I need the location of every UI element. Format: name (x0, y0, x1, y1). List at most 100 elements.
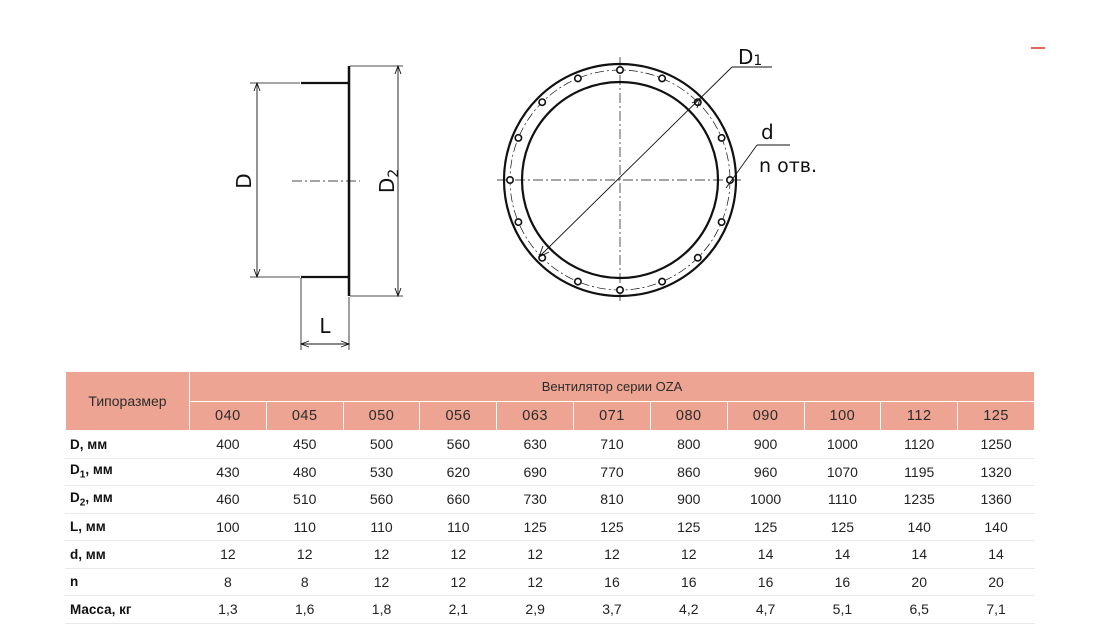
row-label: n (65, 567, 190, 596)
table-cell: 12 (419, 540, 498, 569)
size-header-cell: 045 (265, 401, 344, 431)
dim-d-label: d (761, 120, 774, 144)
row-label-subscript: 1 (79, 470, 86, 482)
table-cell: 5,1 (803, 595, 882, 624)
table-cell: 400 (189, 430, 267, 459)
table-cell: 530 (342, 457, 421, 486)
table-cell: 12 (189, 540, 267, 569)
table-cell: 2,1 (419, 595, 498, 624)
table-cell: 16 (726, 567, 805, 596)
size-header-cell: 090 (726, 401, 805, 431)
table-cell: 110 (419, 512, 498, 541)
table-header-row: Типоразмер Вентилятор серии OZA (65, 371, 1035, 431)
table-cell: 125 (726, 512, 805, 541)
table-cell: 960 (726, 457, 805, 486)
table-cell: 1250 (957, 430, 1035, 459)
table-cell: 12 (649, 540, 728, 569)
bolt-hole (717, 218, 726, 227)
side-view (250, 64, 403, 350)
table-cell: 1070 (803, 457, 882, 486)
bolt-hole (514, 133, 523, 142)
table-cell: 900 (726, 430, 805, 459)
table-cell: 1235 (880, 485, 959, 514)
table-cell: 560 (419, 430, 498, 459)
dim-D1-leader (540, 66, 733, 256)
table-cell: 14 (803, 540, 882, 569)
series-header: Вентилятор серии OZA (189, 371, 1035, 402)
table-cell: 620 (419, 457, 498, 486)
table-cell: 140 (880, 512, 959, 541)
row-label: D1, мм (65, 457, 190, 486)
size-header-cell: 100 (803, 401, 882, 431)
table-cell: 560 (342, 485, 421, 514)
table-cell: 12 (342, 567, 421, 596)
table-cell: 660 (419, 485, 498, 514)
table-cell: 14 (880, 540, 959, 569)
table-cell: 1360 (957, 485, 1035, 514)
bolt-hole (505, 176, 514, 185)
table-cell: 800 (649, 430, 728, 459)
table-cell: 2,9 (496, 595, 575, 624)
table-cell: 140 (957, 512, 1035, 541)
table-cell: 1000 (803, 430, 882, 459)
size-header-cell: 080 (649, 401, 728, 431)
table-cell: 1000 (726, 485, 805, 514)
dim-D-arrows (253, 81, 261, 279)
table-cell: 20 (880, 567, 959, 596)
bolt-hole (658, 277, 667, 286)
row-label-unit: , мм (85, 489, 113, 505)
row-label: D2, мм (65, 485, 190, 514)
type-size-header: Типоразмер (65, 371, 190, 431)
table-cell: 1110 (803, 485, 882, 514)
size-header-cell: 071 (573, 401, 651, 431)
table-cell: 7,1 (957, 595, 1035, 624)
size-header-cell: 056 (419, 401, 498, 431)
bolt-hole (538, 98, 547, 107)
flange-drawing: D D2 L D1 d n отв. (232, 45, 817, 350)
bolt-hole (514, 218, 523, 227)
table-cell: 1,8 (342, 595, 421, 624)
table-cell: 125 (803, 512, 882, 541)
table-cell: 460 (189, 485, 267, 514)
dim-d-leader (725, 144, 758, 189)
table-cell: 125 (649, 512, 728, 541)
row-label-main: D (70, 489, 80, 505)
table-cell: 730 (496, 485, 575, 514)
front-view (497, 57, 790, 303)
table-cell: 12 (342, 540, 421, 569)
table-cell: 110 (342, 512, 421, 541)
table-cell: 8 (189, 567, 267, 596)
table-cell: 14 (726, 540, 805, 569)
size-header-cell: 063 (496, 401, 575, 431)
table-cell: 770 (573, 457, 651, 486)
table-cell: 690 (496, 457, 575, 486)
table-cell: 810 (573, 485, 651, 514)
table-cell: 1,6 (265, 595, 344, 624)
table-cell: 1,3 (189, 595, 267, 624)
row-label-main: D (70, 462, 80, 478)
size-header-cell: 125 (957, 401, 1035, 431)
size-header-cell: 040 (189, 401, 267, 431)
dim-L-arrows (299, 340, 351, 348)
table-cell: 12 (419, 567, 498, 596)
bolt-hole (693, 253, 702, 262)
table-cell: 110 (265, 512, 344, 541)
dim-D-label: D (232, 173, 256, 188)
table-cell: 8 (265, 567, 344, 596)
table-cell: 430 (189, 457, 267, 486)
bolt-holes (505, 66, 734, 294)
bolt-hole (615, 285, 624, 294)
dim-D2-arrows (394, 64, 402, 298)
table-cell: 1120 (880, 430, 959, 459)
table-cell: 450 (265, 430, 344, 459)
table-cell: 4,7 (726, 595, 805, 624)
bolt-hole (717, 133, 726, 142)
